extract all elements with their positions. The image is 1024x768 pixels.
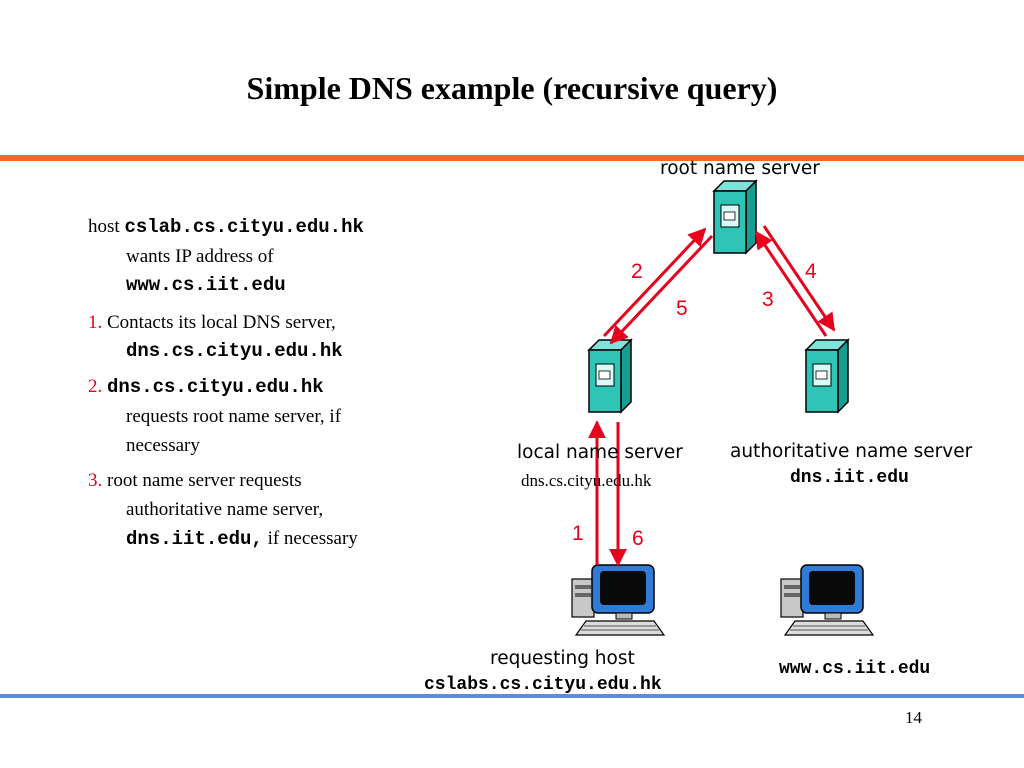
intro-text: wants IP address of [126, 246, 274, 267]
step3-line1: root name server requests [107, 470, 302, 491]
top-rule [0, 155, 1024, 161]
step2-line1: requests root name server, if [126, 406, 342, 427]
intro-target: www.cs.iit.edu [126, 274, 286, 296]
bottom-rule [0, 694, 1024, 698]
step3-number: 3. [88, 470, 103, 491]
auth-server-hostname: dns.iit.edu [790, 468, 909, 488]
step-number-6: 6 [632, 527, 644, 550]
bullet-list: host cslab.cs.cityu.edu.hk wants IP addr… [88, 212, 488, 554]
step1-text: Contacts its local DNS server, [107, 312, 336, 333]
requesting-host-icon [571, 564, 665, 636]
arrow-step-5 [609, 234, 714, 345]
local-server-icon [588, 339, 632, 413]
arrow-step-2 [602, 227, 707, 338]
intro-host: cslab.cs.cityu.edu.hk [124, 216, 364, 238]
step-number-5: 5 [676, 297, 688, 320]
step1-server: dns.cs.cityu.edu.hk [126, 340, 343, 362]
bullet-intro: host cslab.cs.cityu.edu.hk wants IP addr… [88, 212, 488, 300]
step3-suffix: if necessary [267, 528, 358, 549]
step2-number: 2. [88, 376, 103, 397]
bullet-step3: 3. root name server requests authoritati… [88, 466, 488, 554]
local-server-label: local name server [517, 442, 683, 463]
root-server-icon [713, 180, 757, 254]
root-server-label: root name server [660, 158, 820, 179]
arrow-step-4 [762, 225, 836, 332]
step2-line2: necessary [126, 435, 200, 456]
page-number: 14 [905, 708, 922, 727]
step-number-4: 4 [805, 260, 817, 283]
local-server-hostname: dns.cs.cityu.edu.hk [521, 471, 652, 490]
slide-title: Simple DNS example (recursive query) [246, 70, 778, 106]
step-number-3: 3 [762, 288, 774, 311]
step2-server: dns.cs.cityu.edu.hk [107, 376, 324, 398]
intro-prefix: host [88, 216, 120, 237]
step3-line3: dns.iit.edu, if necessary [88, 524, 488, 554]
step3-line2: authoritative name server, [126, 499, 324, 520]
step1-number: 1. [88, 312, 103, 333]
target-host-label: www.cs.iit.edu [779, 659, 931, 679]
auth-server-label: authoritative name server [730, 441, 973, 462]
requesting-host-hostname: cslabs.cs.cityu.edu.hk [424, 675, 662, 695]
arrow-step-3 [754, 230, 828, 337]
target-host-icon [780, 564, 874, 636]
bullet-step1: 1. Contacts its local DNS server, dns.cs… [88, 308, 488, 366]
auth-server-icon [805, 339, 849, 413]
step-number-2: 2 [631, 260, 643, 283]
bullet-step2: 2. dns.cs.cityu.edu.hk requests root nam… [88, 372, 488, 460]
step3-server: dns.iit.edu, [126, 528, 263, 550]
requesting-host-label: requesting host [490, 648, 635, 669]
step-number-1: 1 [572, 522, 584, 545]
